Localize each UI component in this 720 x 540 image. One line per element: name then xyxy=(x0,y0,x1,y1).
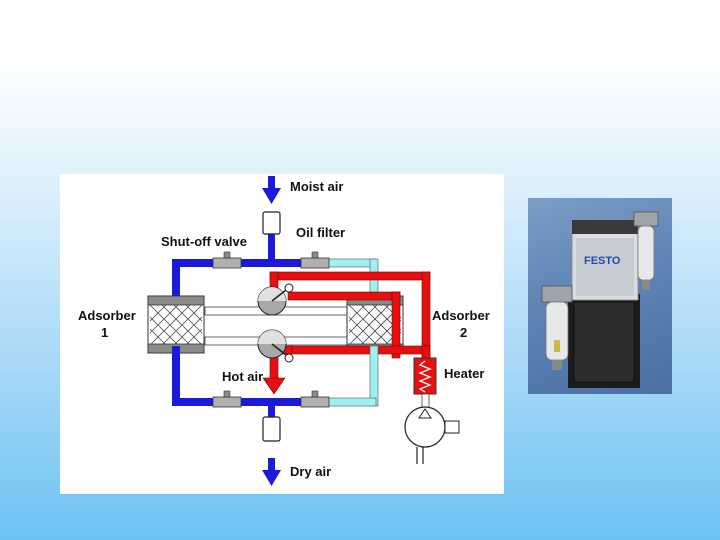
adsorber-1 xyxy=(147,295,205,354)
outlet-filter xyxy=(262,416,281,442)
hot-air-label: Hot air xyxy=(222,369,263,384)
inlet-pipe xyxy=(268,232,275,264)
moist-air-label: Moist air xyxy=(290,179,343,194)
outlet-pipe xyxy=(268,406,275,418)
adsorber-1-label-line1: Adsorber xyxy=(78,308,136,323)
festo-dryer-image: FESTO xyxy=(541,211,659,388)
oil-filter-label: Oil filter xyxy=(296,225,345,240)
shutoff-valve-top-left xyxy=(212,251,242,269)
festo-logo: FESTO xyxy=(584,255,621,267)
dry-air-label: Dry air xyxy=(290,464,331,479)
shutoff-valve-label: Shut-off valve xyxy=(161,234,247,249)
dryer-diagram: Moist air Oil filter Shut-off valve Ads xyxy=(60,174,504,494)
shutoff-valve-bottom-right xyxy=(300,390,330,408)
shutoff-valve-bottom-left xyxy=(212,390,242,408)
right-bottom-pipe xyxy=(369,345,379,407)
heater xyxy=(413,357,437,395)
left-bottom-pipe xyxy=(172,346,180,403)
adsorber-1-label-line2: 1 xyxy=(101,325,108,340)
left-top-pipe xyxy=(172,259,180,302)
right-filter-unit xyxy=(633,211,659,290)
shutoff-valve-top-right xyxy=(300,251,330,269)
dry-air-arrow xyxy=(262,458,281,486)
heater-label: Heater xyxy=(444,366,484,381)
hot-air-arrow xyxy=(262,377,286,395)
blower-fan xyxy=(404,406,460,464)
switching-valve-lower xyxy=(257,329,294,363)
moist-air-arrow xyxy=(262,176,281,204)
switching-valve-upper xyxy=(257,283,294,316)
adsorber-2-label-line2: 2 xyxy=(460,325,467,340)
left-filter-unit xyxy=(541,285,573,370)
heater-to-fan-pipe xyxy=(421,393,430,409)
adsorber-2-label-line1: Adsorber xyxy=(432,308,490,323)
oil-filter xyxy=(262,211,281,235)
dryer-schematic: Moist air Oil filter Shut-off valve Ads xyxy=(78,176,490,486)
product-photo: FESTO xyxy=(528,198,672,394)
